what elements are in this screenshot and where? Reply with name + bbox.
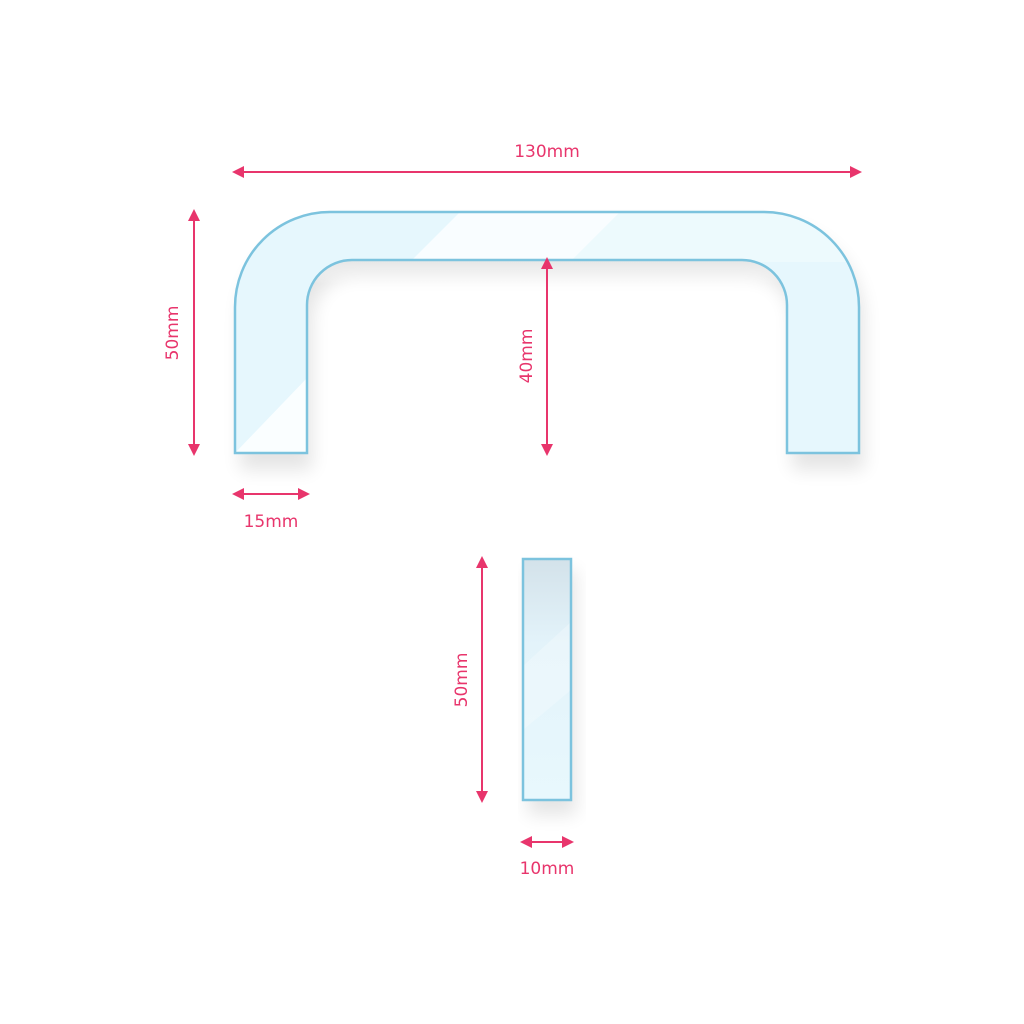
side-outline — [521, 557, 573, 802]
label-side-height: 50mm — [452, 653, 472, 708]
dimension-total-height: 50mm — [163, 209, 200, 456]
label-inner-height: 40mm — [517, 329, 537, 384]
label-total-width: 130mm — [514, 142, 580, 162]
dimension-inner-height: 40mm — [517, 257, 553, 456]
side-body — [523, 559, 571, 800]
label-side-thickness: 10mm — [520, 859, 575, 879]
handle-outline — [233, 210, 861, 455]
dimension-side-height: 50mm — [452, 556, 488, 803]
handle-side-view — [521, 557, 576, 815]
dimension-total-width: 130mm — [232, 142, 862, 178]
label-total-height: 50mm — [163, 306, 183, 361]
handle-front-view — [233, 210, 864, 470]
gloss-highlight — [235, 212, 859, 453]
dimension-side-thickness: 10mm — [520, 836, 575, 879]
dimension-leg-width: 15mm — [232, 488, 310, 532]
label-leg-width: 15mm — [244, 512, 299, 532]
side-gloss — [523, 622, 571, 730]
